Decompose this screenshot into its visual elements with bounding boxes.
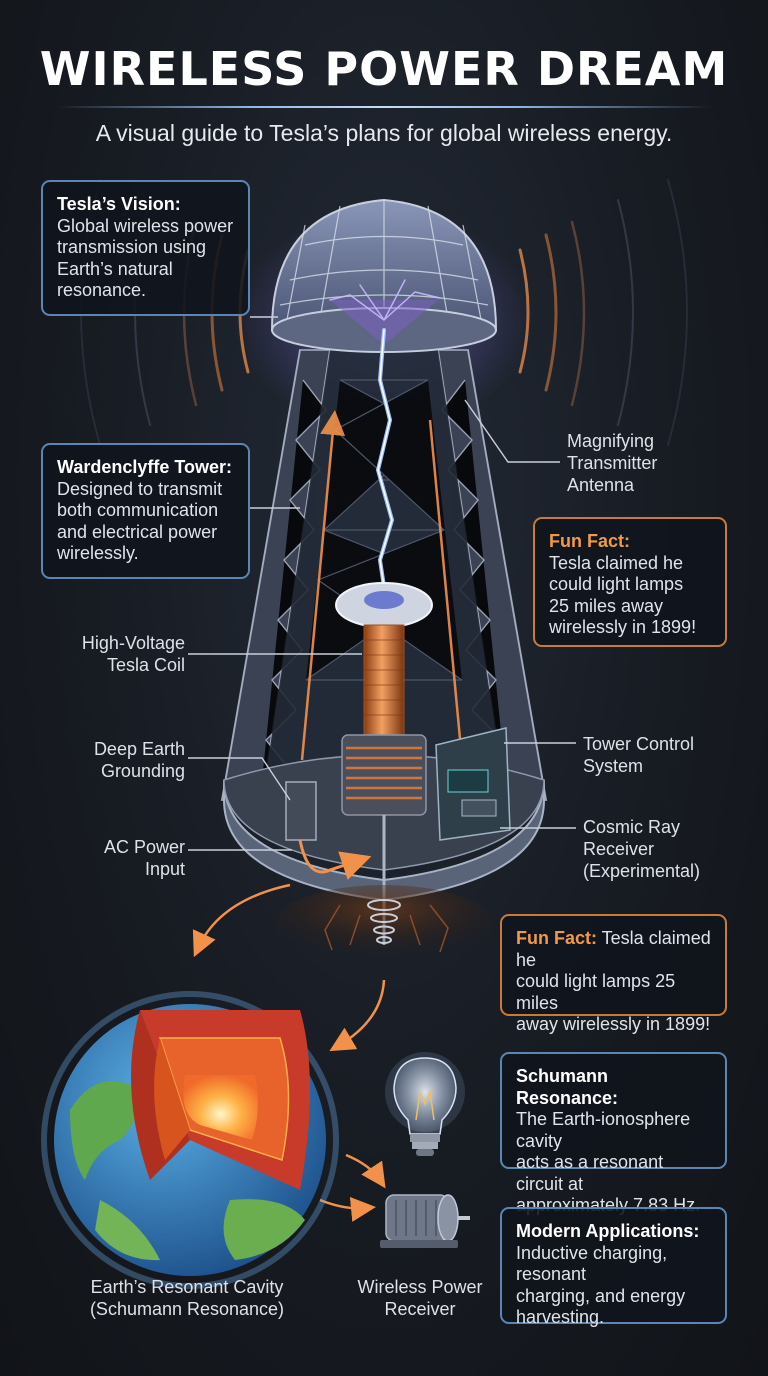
card-heading: Tesla’s Vision: — [57, 194, 181, 214]
card-line: Inductive charging, resonant — [516, 1242, 668, 1285]
card-modern-applications: Modern Applications: Inductive charging,… — [500, 1207, 727, 1327]
card-line: could light lamps — [549, 574, 684, 594]
card-heading: Fun Fact: — [516, 928, 597, 948]
card-line: Global wireless power — [57, 215, 234, 236]
card-line: harvesting. — [516, 1307, 605, 1327]
card-line: charging, and energy — [516, 1285, 686, 1306]
card-line: away wirelessly in 1899! — [516, 1014, 711, 1034]
card-line: Designed to transmit — [57, 478, 223, 499]
wardenclyffe-tower — [220, 198, 548, 965]
card-heading: Modern Applications: — [516, 1221, 700, 1241]
card-line: wirelessly in 1899! — [549, 617, 697, 637]
card-line: Tesla claimed he — [549, 552, 684, 573]
title-divider — [56, 106, 712, 108]
card-line: The Earth-ionosphere cavity — [516, 1109, 691, 1151]
card-line: and electrical power — [57, 521, 218, 542]
card-teslas-vision: Tesla’s Vision: Global wireless power tr… — [41, 180, 250, 316]
card-heading: Fun Fact: — [549, 531, 630, 551]
energy-arrows — [192, 883, 386, 1222]
card-line: Tesla claimed he — [516, 928, 711, 970]
receiver-motor-icon — [380, 1194, 470, 1248]
card-line: could light lamps 25 miles — [516, 971, 676, 1013]
page-title: WIRELESS POWER DREAM — [39, 42, 729, 96]
card-heading: Schumann Resonance: — [516, 1066, 619, 1108]
card-line: wirelessly. — [57, 543, 139, 563]
card-heading: Wardenclyffe Tower: — [57, 457, 233, 477]
card-fun-fact-1: Fun Fact: Tesla claimed he could light l… — [533, 517, 727, 647]
card-line: transmission using — [57, 237, 207, 257]
card-fun-fact-2: Fun Fact: Tesla claimed he could light l… — [500, 914, 727, 1034]
card-wardenclyffe-tower: Wardenclyffe Tower: Designed to transmit… — [41, 443, 250, 579]
lightning-bolt — [329, 279, 441, 602]
card-line: acts as a resonant circuit at — [516, 1152, 664, 1194]
card-line: both communication — [57, 500, 219, 520]
earth-cutaway — [41, 991, 339, 1289]
page-subtitle: A visual guide to Tesla’s plans for glob… — [95, 120, 673, 146]
label-earths-resonant-cavity: Earth’s Resonant Cavity(Schumann Resonan… — [89, 1277, 285, 1319]
card-line: 25 miles away — [549, 595, 664, 616]
card-schumann-resonance: Schumann Resonance: The Earth-ionosphere… — [500, 1052, 727, 1215]
light-bulb-icon — [385, 1052, 465, 1156]
card-line: Earth’s natural — [57, 258, 173, 279]
card-line: resonance. — [57, 280, 147, 300]
leader-lines — [188, 316, 576, 851]
